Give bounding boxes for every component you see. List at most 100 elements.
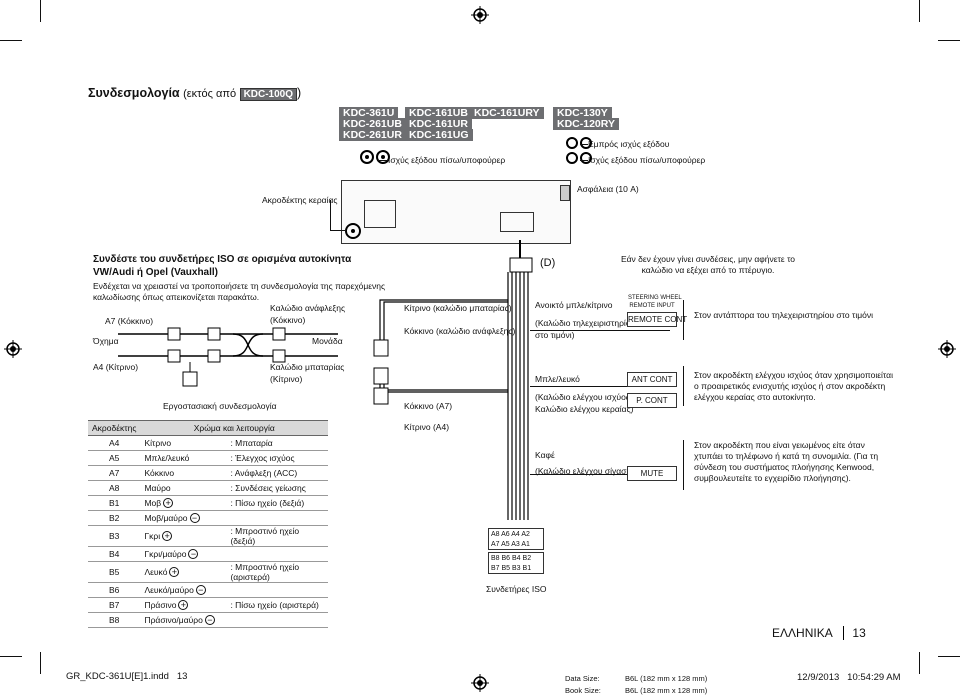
remote-wire-label: (Καλώδιο τηλεχειριστηρίου: [535, 318, 636, 328]
model-badge: KDC-261UR: [339, 129, 406, 141]
unit-label: Μονάδα: [312, 336, 343, 346]
color-cell: Πράσινο/μαύρο−: [140, 612, 227, 628]
fuse-label: Ασφάλεια (10 A): [577, 184, 639, 194]
color-cell: Κίτρινο: [140, 435, 227, 451]
pin-cell: B4: [88, 546, 141, 562]
pin-cell: A5: [88, 450, 141, 466]
steering-label: STEERING WHEEL REMOTE INPUT: [628, 294, 682, 310]
rca-jack-icon: [566, 137, 592, 149]
color-cell: Λευκό/μαύρο−: [140, 582, 227, 598]
function-cell: : Συνδέσεις γείωσης: [226, 480, 328, 496]
battery-label: Καλώδιο μπαταρίας: [270, 362, 345, 372]
plus-icon: +: [178, 600, 189, 611]
remote-desc: Στον αντάπτορα του τηλεχειριστηρίου στο …: [694, 310, 874, 320]
function-cell: : Μπροστινό ηχείο (δεξιά): [226, 525, 328, 547]
mute-desc: Στον ακροδέκτη που είναι γειωμένος είτε …: [694, 440, 879, 483]
d-label: (D): [540, 257, 556, 269]
power-desc: Στον ακροδέκτη ελέγχου ισχύος όταν χρησι…: [694, 370, 893, 402]
iso-note-title2: VW/Audi ή Opel (Vauxhall): [93, 267, 219, 278]
color-cell: Γκρι+: [140, 525, 227, 547]
fuse-icon: [560, 185, 570, 201]
color-cell: Μοβ/μαύρο−: [140, 510, 227, 526]
page-language: ΕΛΛΗΝΙΚΑ 13: [772, 626, 866, 640]
wire-color: Πράσινο: [144, 599, 177, 610]
wiring-harness-diagram: [373, 240, 533, 520]
color-cell: Γκρι/μαύρο−: [140, 546, 227, 562]
pin-cell: B8: [88, 612, 141, 628]
title-text: Συνδεσμολογία: [88, 86, 180, 100]
steering-label-line: REMOTE INPUT: [629, 303, 675, 309]
function-cell: [226, 546, 328, 562]
minus-icon: −: [189, 513, 200, 524]
model-badge: KDC-120RY: [553, 118, 619, 130]
red-ignition-label: Κόκκινο (καλώδιο ανάφλεξης): [404, 326, 516, 336]
table-header: Ακροδέκτης: [88, 420, 141, 436]
registration-mark-icon: [471, 6, 489, 24]
remote-cont-terminal: REMOTE CONT: [627, 312, 687, 327]
file-name: GR_KDC-361U[E]1.indd 13: [66, 671, 188, 682]
minus-icon: −: [195, 585, 206, 596]
page-title: Συνδεσμολογία (εκτός από KDC-100Q): [88, 86, 302, 101]
color-cell: Κόκκινο: [140, 465, 227, 481]
iso-note-title: Συνδέστε του συνδετήρες ISO σε ορισμένα …: [93, 254, 352, 265]
antenna-label: Ακροδέκτης κεραίας: [262, 195, 338, 205]
ignition-color: (Κόκκινο): [270, 315, 306, 325]
data-size: B6L (182 mm x 128 mm): [625, 674, 708, 683]
model-badge: KDC-361U: [339, 107, 399, 119]
model-badge: KDC-161UB: [405, 107, 472, 119]
wire-color: Λευκό/μαύρο: [144, 584, 194, 595]
title-close: ): [297, 86, 302, 100]
yellow-battery-label: Κίτρινο (καλώδιο μπαταρίας): [404, 303, 512, 313]
page-number: 13: [852, 626, 866, 640]
red-a7-label: Κόκκινο (A7): [404, 401, 453, 411]
model-badge: KDC-161UR: [405, 118, 472, 130]
a4-label: A4 (Κίτρινο): [93, 362, 139, 372]
brown-wire-label: Καφέ: [535, 450, 555, 460]
plus-icon: +: [169, 567, 180, 578]
function-cell: : Μπαταρία: [226, 435, 328, 451]
model-badge: KDC-161URY: [470, 107, 544, 119]
iso-connector-a: A8 A6 A4 A2 A7 A5 A3 A1: [488, 528, 544, 550]
iso-a-row: A8 A6 A4 A2: [491, 531, 530, 538]
pin-cell: B6: [88, 582, 141, 598]
plus-icon: +: [162, 531, 173, 542]
registration-mark-icon: [938, 340, 956, 358]
function-cell: [226, 510, 328, 526]
model-badge: KDC-130Y: [553, 107, 612, 119]
registration-mark-icon: [4, 340, 22, 358]
minus-icon: −: [188, 549, 199, 560]
color-cell: Μαύρο: [140, 480, 227, 496]
color-cell: Πράσινο+: [140, 597, 227, 613]
a7-label: A7 (Κόκκινο): [105, 316, 154, 326]
front-out-label: Εμπρός ισχύς εξόδου: [588, 139, 670, 149]
language-label: ΕΛΛΗΝΙΚΑ: [772, 626, 833, 640]
iso-b-row: B7 B5 B3 B1: [491, 565, 532, 572]
antenna-jack-icon: [345, 223, 361, 239]
iso-b-row: B8 B6 B4 B2: [491, 555, 532, 562]
unit-socket: [364, 200, 396, 228]
minus-icon: −: [204, 615, 215, 626]
iso-a-row: A7 A5 A3 A1: [491, 541, 530, 548]
color-cell: Μοβ+: [140, 495, 227, 511]
print-date: 12/9/2013 10:54:29 AM: [797, 672, 901, 683]
function-cell: : Ανάφλεξη (ACC): [226, 465, 328, 481]
iso-note-body2: καλωδίωσης όπως απεικονίζεται παρακάτω.: [93, 292, 260, 302]
unit-connector: [500, 212, 534, 232]
vehicle-label: Όχημα: [93, 336, 119, 346]
color-cell: Λευκό+: [140, 561, 227, 583]
bluewhite-wire-label: Μπλε/λευκό: [535, 374, 580, 384]
iso-note-body: Ενδέχεται να χρειαστεί να τροποποιήσετε …: [93, 281, 386, 291]
function-cell: : Πίσω ηχείο (αριστερά): [226, 597, 328, 613]
data-size-label: Data Size:: [565, 674, 600, 683]
remote-wire-label2: στο τιμόνι): [535, 330, 575, 340]
yellow-a4-label: Κίτρινο (A4): [404, 422, 450, 432]
wire-color: Πράσινο/μαύρο: [144, 614, 203, 625]
book-size-label: Book Size:: [565, 686, 601, 695]
